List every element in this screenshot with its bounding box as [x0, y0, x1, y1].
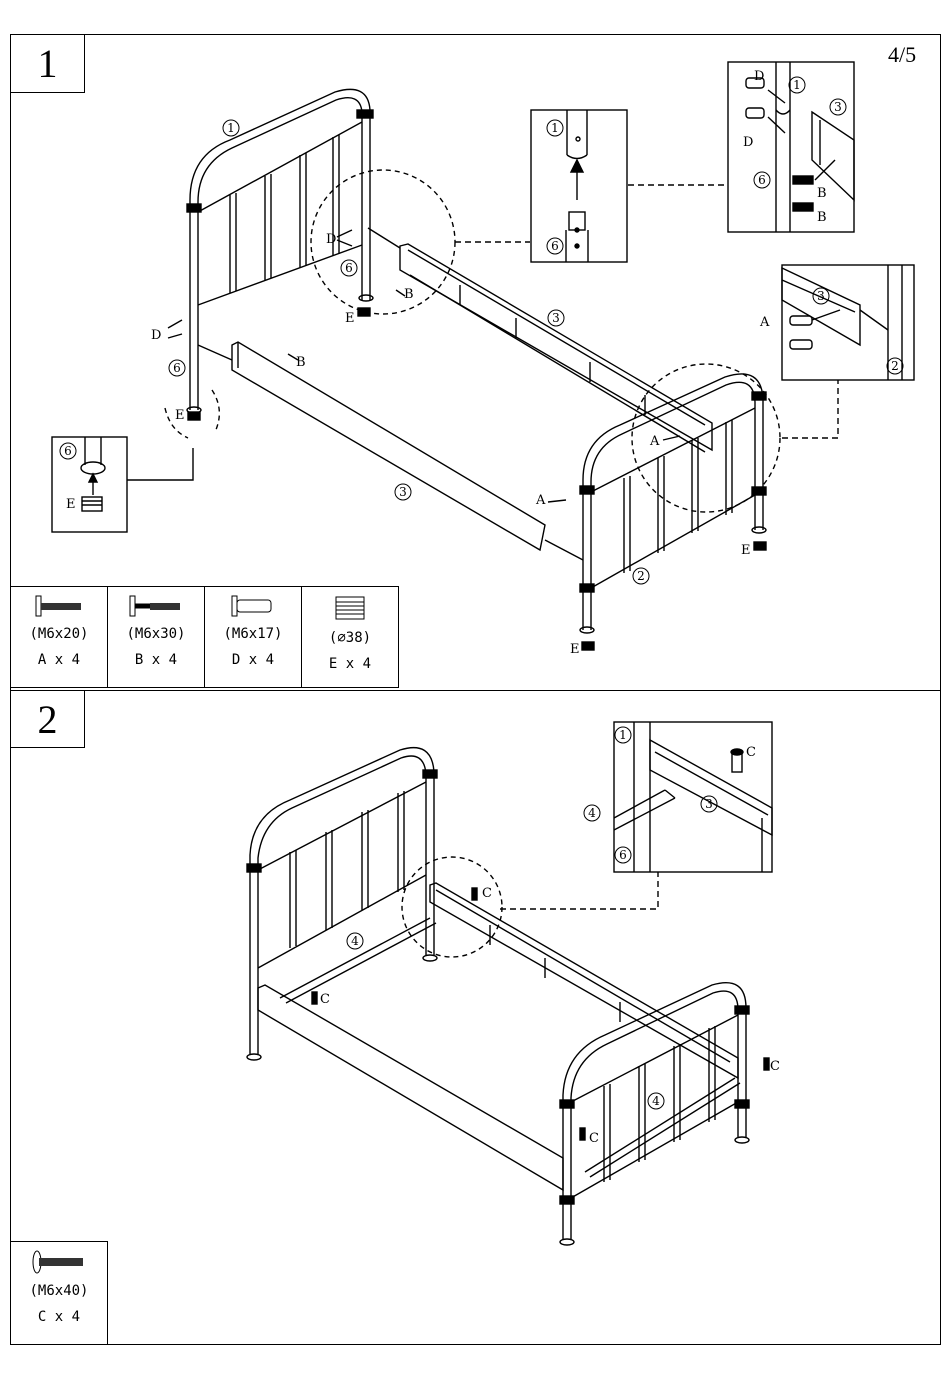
- hardware-item-b: (M6x30) B x 4: [108, 587, 205, 688]
- label-3: 3: [399, 485, 407, 499]
- hardware-qty: C x 4: [11, 1304, 107, 1330]
- label-4: 4: [588, 806, 596, 820]
- hardware-size: (M6x17): [205, 621, 301, 647]
- label-1: 1: [227, 121, 235, 135]
- step-1-hardware-table: (M6x20) A x 4 (M6x30) B x 4 (M6x17) D x …: [10, 586, 399, 688]
- side-rail-3-front: [198, 342, 583, 560]
- hardware-size: (M6x30): [108, 621, 204, 647]
- hardware-item-a: (M6x20) A x 4: [11, 587, 108, 688]
- side-rail-front: [258, 985, 563, 1190]
- label-A: A: [649, 434, 660, 449]
- bolt-m6x40-icon: [31, 1250, 87, 1274]
- step-2-hardware-table: (M6x40) C x 4: [10, 1241, 108, 1345]
- label-3: 3: [705, 797, 713, 811]
- hardware-size: (⌀38): [302, 625, 398, 651]
- label-6: 6: [64, 444, 72, 458]
- label-2: 2: [891, 359, 899, 373]
- bolt-m6x30-icon: [128, 595, 184, 617]
- hardware-size: (M6x20): [11, 621, 107, 647]
- label-4: 4: [652, 1094, 660, 1108]
- hardware-qty: A x 4: [11, 647, 107, 673]
- headboard: [247, 748, 437, 1060]
- label-A: A: [759, 315, 770, 330]
- bolt-m6x20-icon: [34, 595, 84, 617]
- label-E: E: [175, 408, 185, 423]
- label-1: 1: [793, 78, 801, 92]
- label-D: D: [743, 135, 753, 150]
- barrel-nut-icon: [230, 595, 276, 617]
- label-A: A: [535, 493, 546, 508]
- label-D: D: [754, 69, 764, 84]
- footboard: [560, 983, 749, 1245]
- label-6: 6: [619, 848, 627, 862]
- footboard-2: [580, 374, 766, 633]
- label-3: 3: [834, 100, 842, 114]
- label-3: 3: [817, 289, 825, 303]
- leg-cap-icon: [333, 595, 367, 621]
- label-3: 3: [552, 311, 560, 325]
- label-2: 2: [637, 569, 645, 583]
- label-1: 1: [551, 121, 559, 135]
- label-B: B: [817, 210, 827, 225]
- label-1: 1: [619, 728, 627, 742]
- label-C: C: [770, 1059, 780, 1074]
- label-D: D: [151, 328, 161, 343]
- label-6: 6: [345, 261, 353, 275]
- hardware-item-d: (M6x17) D x 4: [205, 587, 302, 688]
- hardware-item-e: (⌀38) E x 4: [302, 587, 399, 688]
- label-C: C: [746, 745, 756, 760]
- label-C: C: [482, 886, 492, 901]
- hardware-size: (M6x40): [11, 1278, 107, 1304]
- label-6: 6: [758, 173, 766, 187]
- label-C: C: [589, 1131, 599, 1146]
- label-B: B: [296, 355, 306, 370]
- hardware-qty: E x 4: [302, 651, 398, 677]
- label-6: 6: [173, 361, 181, 375]
- label-B: B: [817, 186, 827, 201]
- label-C: C: [320, 992, 330, 1007]
- hardware-item-c: (M6x40) C x 4: [11, 1242, 108, 1345]
- label-E: E: [570, 642, 580, 657]
- label-4: 4: [351, 934, 359, 948]
- label-D: D: [326, 232, 336, 247]
- label-E: E: [66, 497, 76, 512]
- label-E: E: [741, 543, 751, 558]
- headboard-1: [187, 89, 373, 413]
- hardware-qty: D x 4: [205, 647, 301, 673]
- label-B: B: [404, 287, 414, 302]
- step-2-diagram: 4 4 1 6 3 4 C C C C C: [0, 690, 950, 1345]
- label-6: 6: [551, 239, 559, 253]
- label-E: E: [345, 311, 355, 326]
- hardware-qty: B x 4: [108, 647, 204, 673]
